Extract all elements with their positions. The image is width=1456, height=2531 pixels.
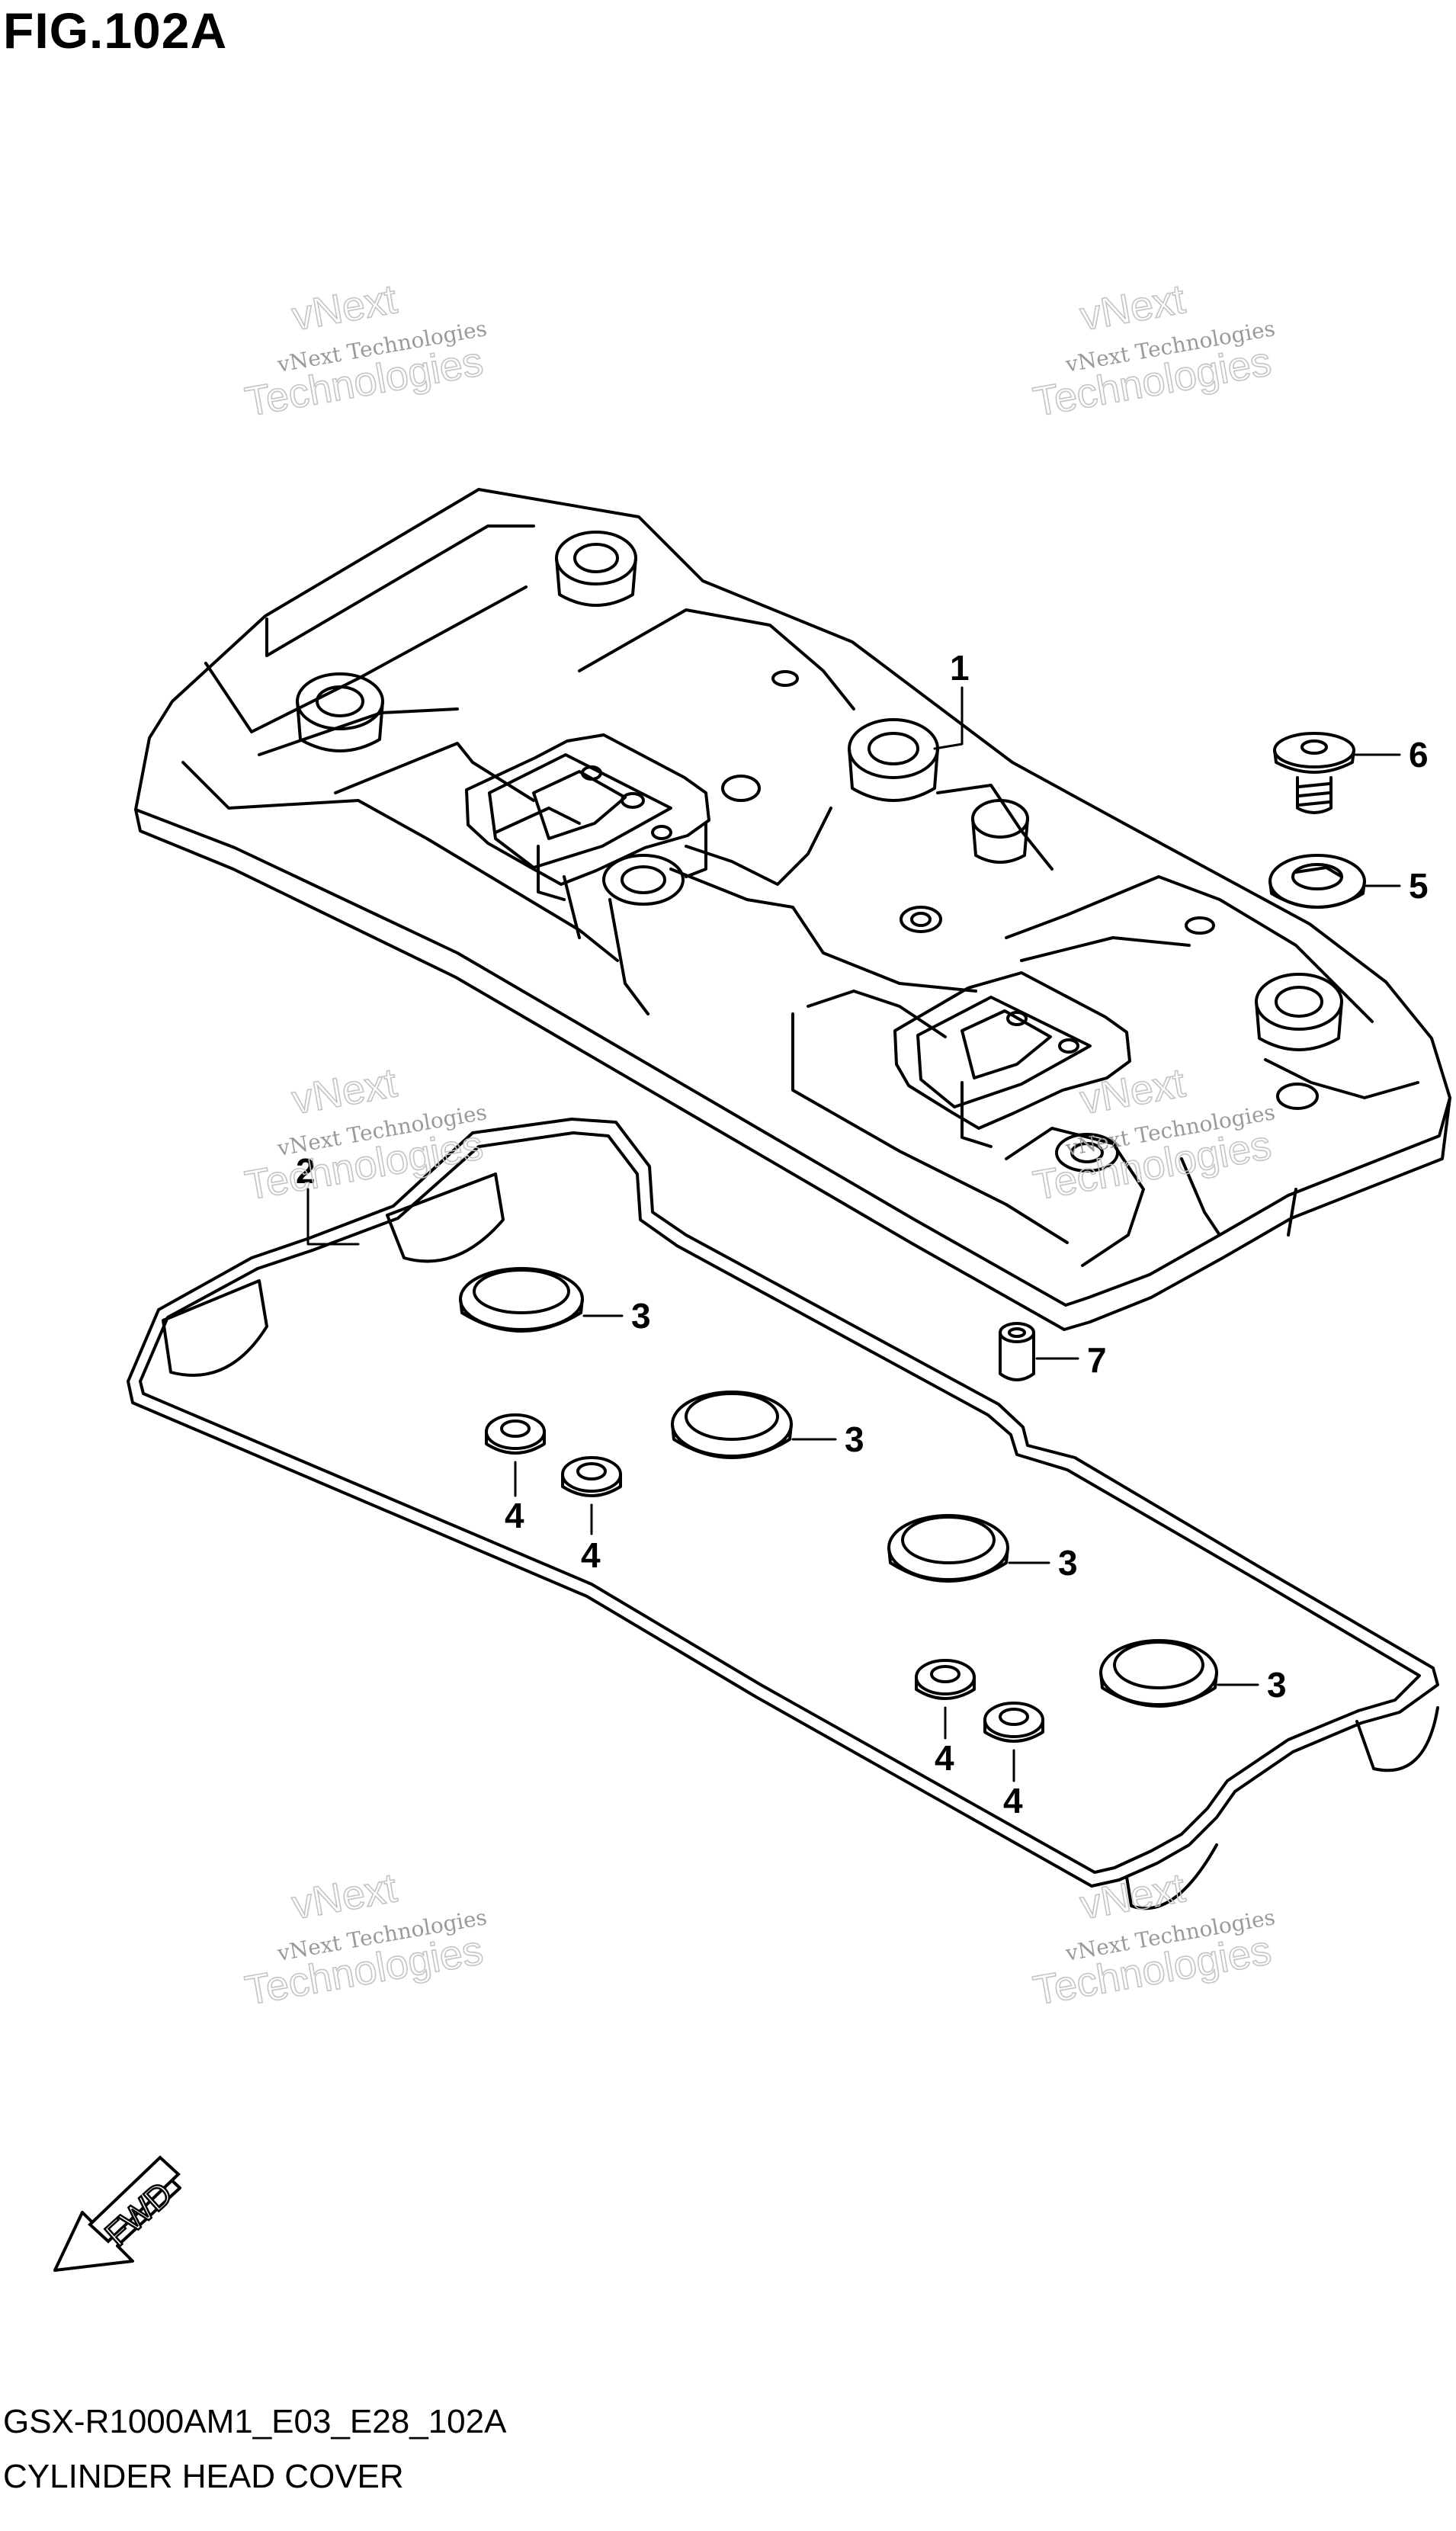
washer-part	[561, 1456, 622, 1497]
callout-7: 7	[1087, 1340, 1107, 1380]
callout-3: 3	[631, 1296, 651, 1336]
washer-part	[485, 1413, 546, 1455]
svg-text:vNext: vNext	[1077, 276, 1188, 339]
svg-text:vNext: vNext	[289, 276, 400, 339]
washer-part	[915, 1659, 976, 1700]
callout-2: 2	[296, 1151, 316, 1191]
watermark-mid-right: vNext vNext Technologies Technologies	[1029, 1060, 1277, 1210]
washer-part	[983, 1702, 1044, 1743]
svg-text:vNext: vNext	[289, 1865, 400, 1928]
o-ring-part	[1099, 1639, 1218, 1708]
diagram-code: GSX-R1000AM1_E03_E28_102A	[3, 2403, 507, 2440]
watermark-bottom-left: vNext vNext Technologies Technologies	[241, 1865, 489, 2015]
callout-4: 4	[1003, 1781, 1023, 1820]
o-ring-part	[887, 1514, 1009, 1583]
cylinder-head-cover-gasket-part	[127, 1118, 1439, 1910]
cylinder-head-cover-part	[134, 488, 1451, 1331]
watermark-top-left: vNext vNext Technologies Technologies	[241, 276, 489, 426]
callout-4: 4	[581, 1535, 601, 1575]
callout-4: 4	[935, 1738, 954, 1778]
leader-lines	[306, 686, 1401, 1782]
fwd-arrow-icon: FWD	[53, 2155, 181, 2272]
callout-3: 3	[1058, 1543, 1078, 1583]
o-ring-part	[671, 1391, 793, 1459]
o-ring-part	[459, 1267, 584, 1333]
watermark-mid-left: vNext vNext Technologies Technologies	[241, 1060, 489, 1210]
dowel-pin-part	[999, 1322, 1035, 1381]
callout-1: 1	[950, 648, 970, 688]
grommet-part	[1268, 854, 1366, 909]
callout-labels: 1 2 3 3 3 3 4 4 4 4 5 6 7	[296, 648, 1429, 1820]
diagram-name: CYLINDER HEAD COVER	[3, 2458, 404, 2495]
callout-6: 6	[1409, 735, 1429, 775]
svg-text:vNext: vNext	[1077, 1865, 1188, 1928]
callout-3: 3	[1267, 1665, 1287, 1705]
svg-text:vNext: vNext	[1077, 1060, 1188, 1123]
svg-text:vNext: vNext	[289, 1060, 400, 1123]
callout-3: 3	[845, 1419, 864, 1459]
callout-5: 5	[1409, 866, 1429, 906]
bolt-part	[1273, 732, 1355, 814]
figure-title: FIG.102A	[3, 2, 228, 59]
watermark-bottom-right: vNext vNext Technologies Technologies	[1029, 1865, 1277, 2015]
callout-4: 4	[505, 1496, 524, 1535]
watermark-top-right: vNext vNext Technologies Technologies	[1029, 276, 1277, 426]
